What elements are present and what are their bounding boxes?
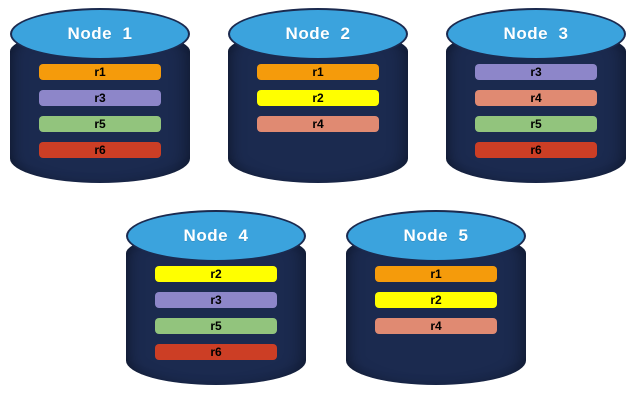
replica-bar-r2[interactable]: r2 [375,292,497,308]
cylinder-top-icon [10,8,190,60]
database-node-4[interactable]: Node 4 r2 r3 r5 r6 [126,210,306,385]
node-label: Node 1 [67,24,133,43]
cylinder-top-icon [346,210,526,262]
replica-bar-r5[interactable]: r5 [39,116,161,132]
replica-stack: r1 r3 r5 r6 [10,64,190,158]
database-node-5[interactable]: Node 5 r1 r2 r4 [346,210,526,385]
database-node-3[interactable]: Node 3 r3 r4 r5 r6 [446,8,626,183]
replica-bar-r4[interactable]: r4 [257,116,379,132]
replica-bar-r2[interactable]: r2 [155,266,277,282]
replica-bar-r1[interactable]: r1 [375,266,497,282]
replica-bar-r3[interactable]: r3 [155,292,277,308]
replica-bar-r6[interactable]: r6 [475,142,597,158]
cylinder-top-icon [228,8,408,60]
replica-stack: r1 r2 r4 [346,266,526,334]
database-node-2[interactable]: Node 2 r1 r2 r4 [228,8,408,183]
replica-bar-r4[interactable]: r4 [475,90,597,106]
replica-bar-r6[interactable]: r6 [39,142,161,158]
node-label: Node 5 [403,226,469,245]
database-node-1[interactable]: Node 1 r1 r3 r5 r6 [10,8,190,183]
replica-bar-r3[interactable]: r3 [475,64,597,80]
node-label: Node 3 [503,24,569,43]
replica-stack: r2 r3 r5 r6 [126,266,306,360]
replica-bar-r5[interactable]: r5 [475,116,597,132]
node-label: Node 2 [285,24,351,43]
replica-stack: r1 r2 r4 [228,64,408,132]
replica-bar-r1[interactable]: r1 [257,64,379,80]
replica-bar-r6[interactable]: r6 [155,344,277,360]
node-label: Node 4 [183,226,249,245]
replica-bar-r4[interactable]: r4 [375,318,497,334]
cylinder-top-icon [126,210,306,262]
replica-bar-r2[interactable]: r2 [257,90,379,106]
replica-bar-r5[interactable]: r5 [155,318,277,334]
replica-bar-r3[interactable]: r3 [39,90,161,106]
cylinder-top-icon [446,8,626,60]
replica-stack: r3 r4 r5 r6 [446,64,626,158]
replica-bar-r1[interactable]: r1 [39,64,161,80]
